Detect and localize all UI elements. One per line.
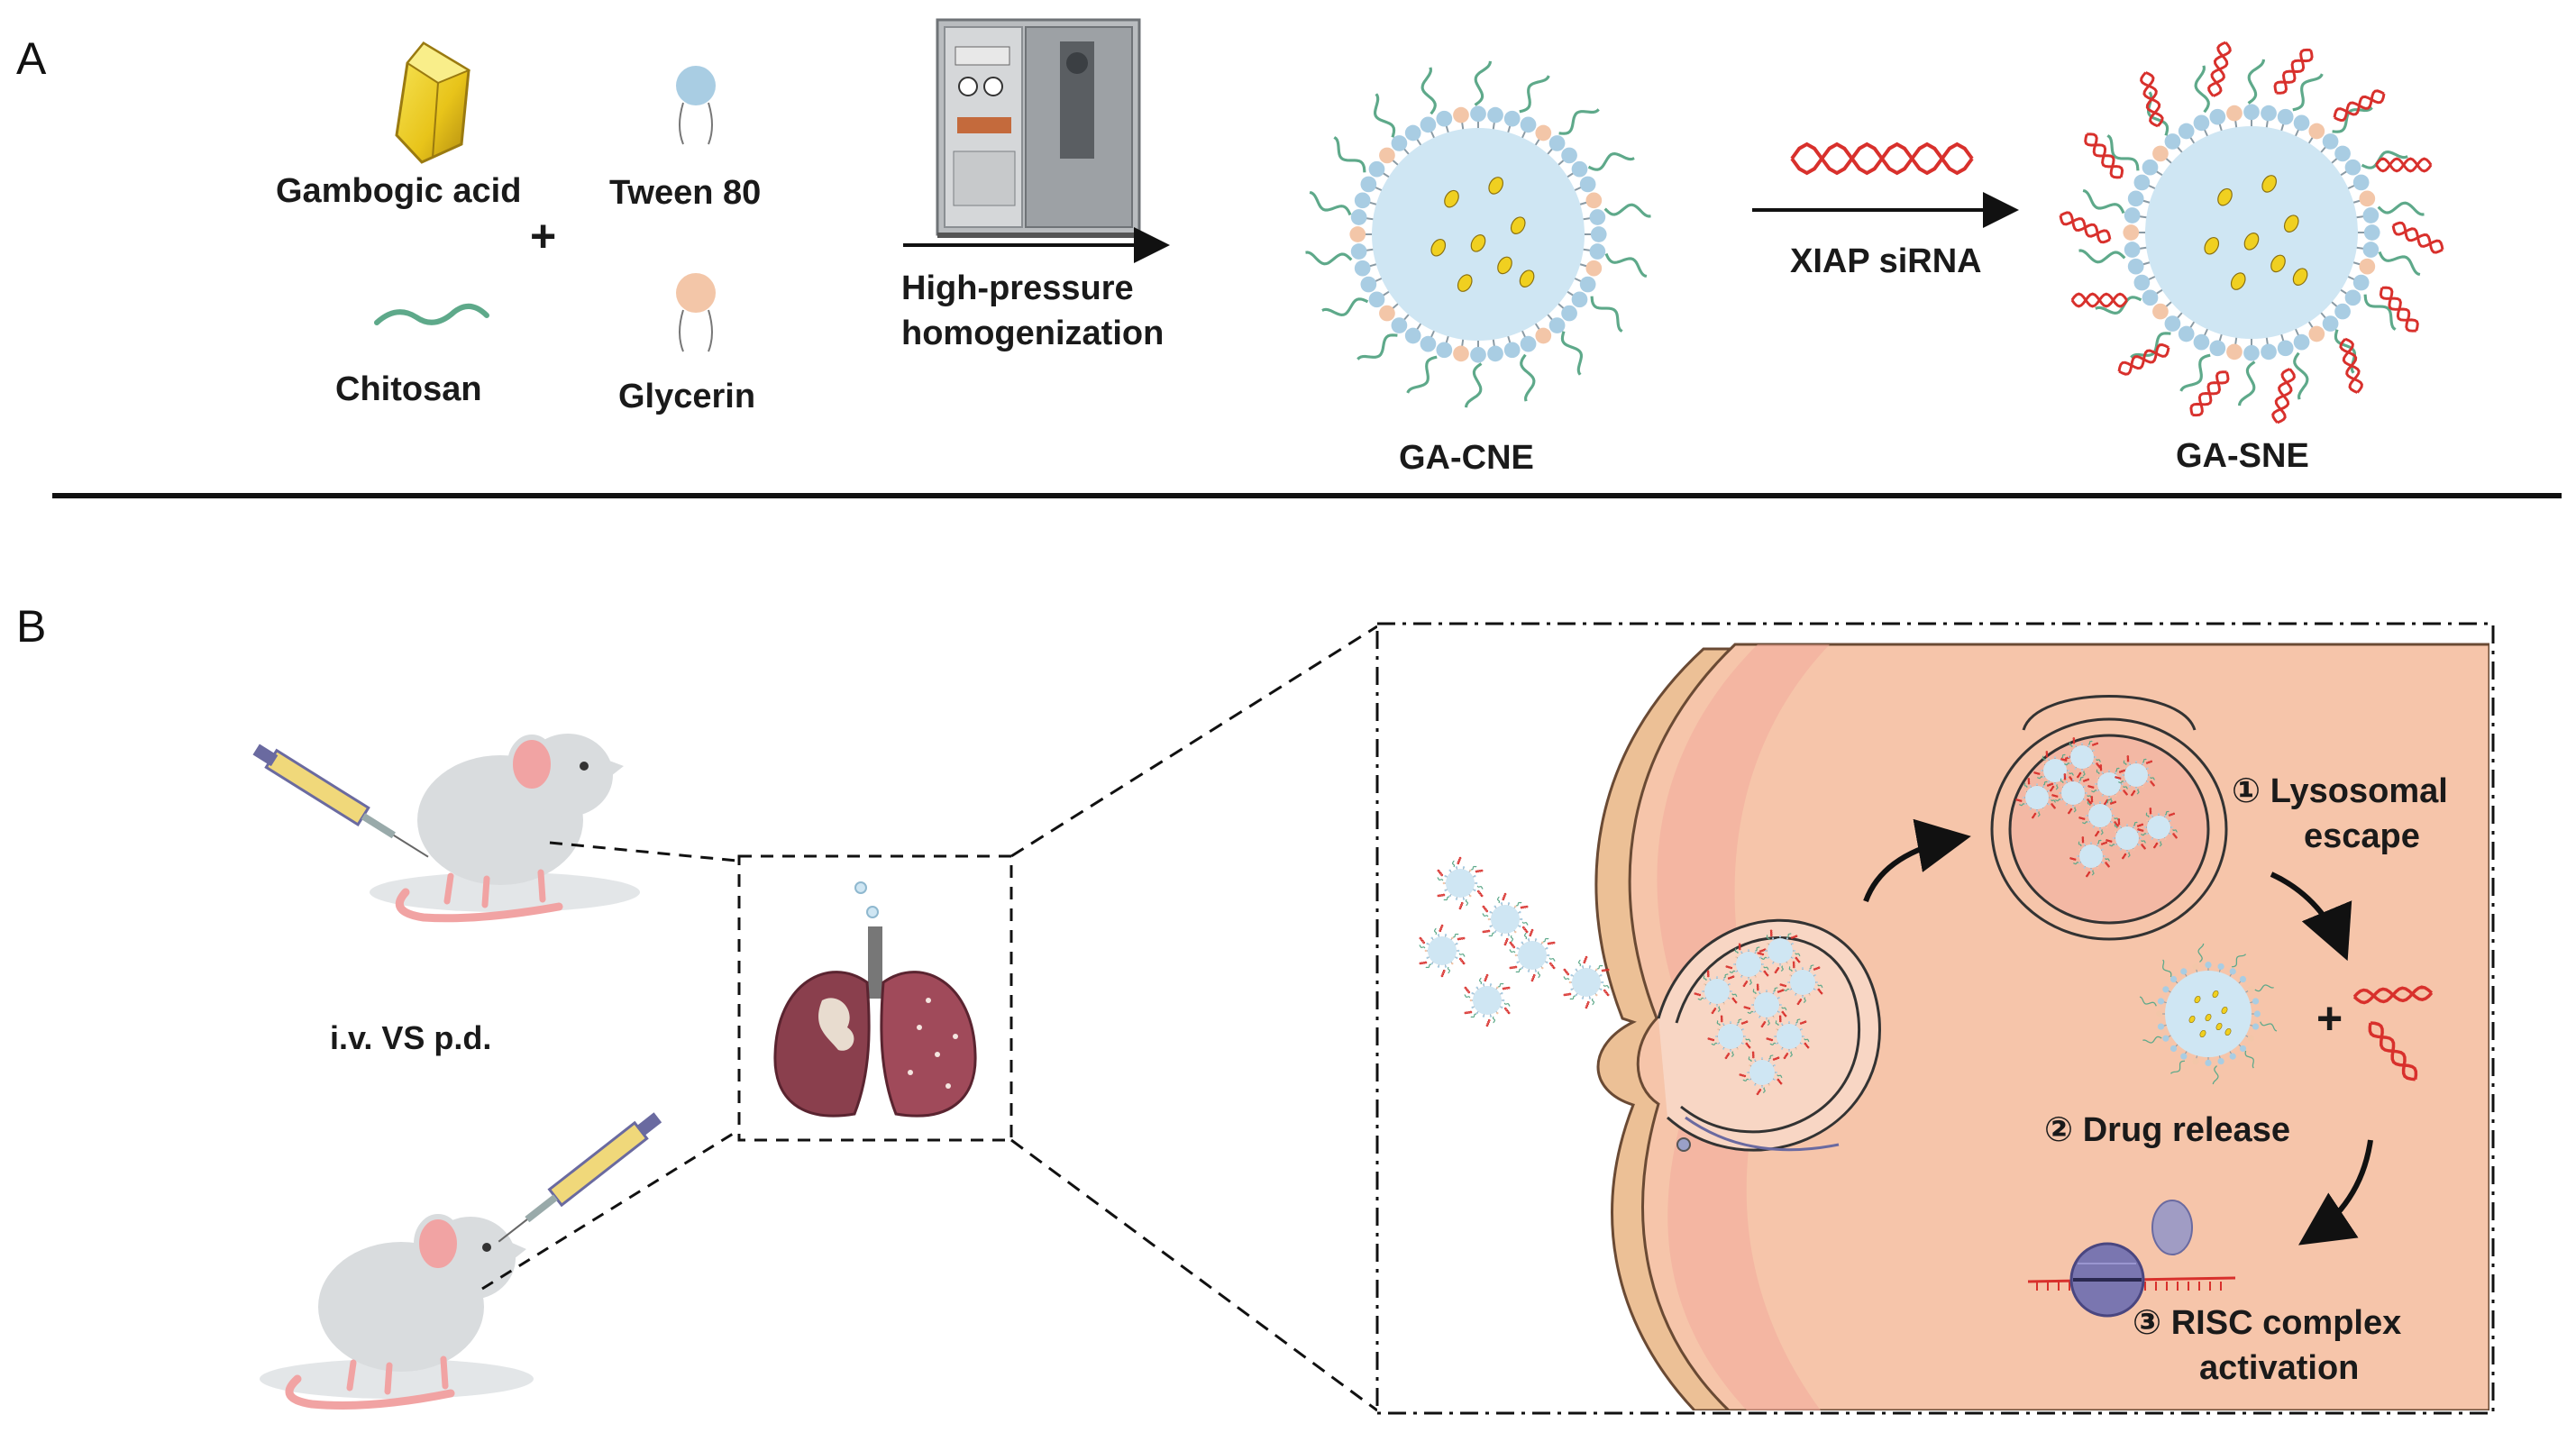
panel-label-b: B: [16, 601, 47, 652]
nanoparticle-group: [1419, 737, 2178, 1096]
ga-sne-nanoemulsion-icon: [2059, 41, 2444, 424]
glycerin-icon: [676, 273, 716, 352]
label-ga-sne: GA-SNE: [2176, 437, 2309, 475]
lung-icon: [773, 881, 977, 1118]
zoom-line-bottom: [1010, 1138, 1378, 1412]
label-process-line1: High-pressure: [901, 269, 1134, 307]
step-arrow-1: [1863, 818, 1971, 903]
connector-mouse-pd: [481, 1129, 738, 1291]
label-ga-cne: GA-CNE: [1399, 439, 1534, 477]
tween80-surfactant-icon: [676, 66, 716, 145]
mouse-iv-icon: [252, 734, 640, 923]
label-step3-line2: activation: [2199, 1349, 2360, 1387]
label-step1-line1: ① Lysosomal: [2232, 772, 2448, 810]
gambogic-acid-crystal-icon: [395, 41, 471, 164]
released-nanoemulsion-icon: [2139, 943, 2278, 1085]
mouse-pd-icon: [260, 1112, 662, 1410]
plus-sign-a: +: [530, 211, 557, 261]
label-route: i.v. VS p.d.: [330, 1019, 492, 1056]
free-sirna-icon: [2352, 985, 2434, 1081]
label-glycerin: Glycerin: [618, 378, 756, 415]
plus-sign-b: +: [2316, 993, 2343, 1044]
step-arrow-2: [2270, 872, 2352, 962]
risc-complex-icon: [2027, 1200, 2236, 1318]
panel-label-a: A: [16, 33, 47, 84]
label-tween80: Tween 80: [609, 174, 762, 212]
label-xiap-sirna: XIAP siRNA: [1790, 242, 1982, 280]
label-chitosan: Chitosan: [335, 370, 482, 408]
label-step3-line1: ③ RISC complex: [2133, 1304, 2402, 1342]
lysosome-icon: [1990, 695, 2228, 941]
xiap-sirna-icon: [1790, 141, 1974, 176]
label-gambogic-acid: Gambogic acid: [276, 172, 522, 210]
chitosan-chain-icon: [374, 304, 489, 325]
label-step2: ② Drug release: [2044, 1111, 2290, 1149]
step-arrow-3: [2298, 1139, 2373, 1246]
connector-mouse-iv: [549, 841, 738, 862]
zoom-line-top: [1010, 625, 1378, 858]
label-process-line2: homogenization: [901, 315, 1165, 352]
lung-zoom-box: [737, 854, 1013, 1142]
ga-cne-nanoemulsion-icon: [1305, 60, 1651, 408]
label-step1-line2: escape: [2304, 817, 2420, 855]
homogenizer-machine-icon: [936, 18, 1141, 238]
